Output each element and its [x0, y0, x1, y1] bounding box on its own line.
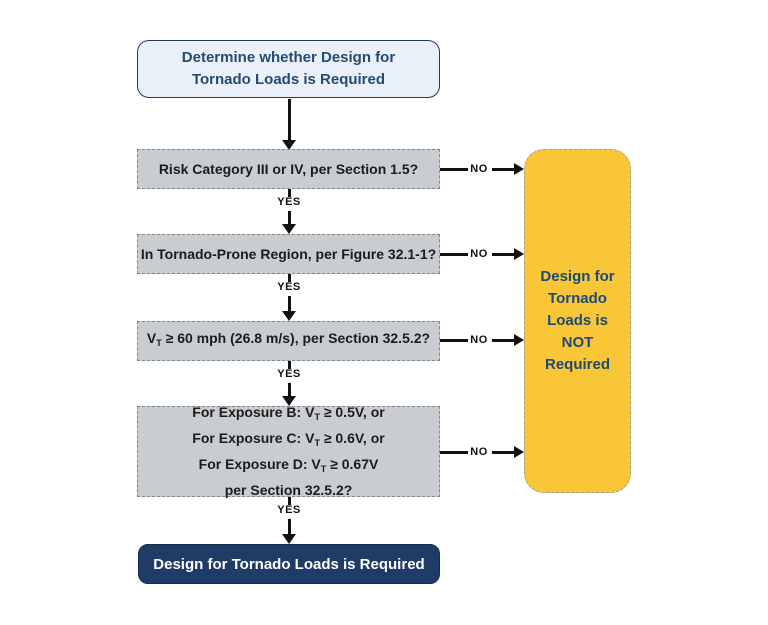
yes-stub-4 — [288, 497, 291, 505]
end-required-label: Design for Tornado Loads is Required — [153, 555, 425, 573]
decision-risk-category: Risk Category III or IV, per Section 1.5… — [137, 149, 440, 189]
exposure-d-pre: For Exposure D: V — [198, 456, 321, 472]
no-line-4a — [440, 451, 468, 454]
start-line-1: Determine whether Design for — [181, 49, 396, 66]
exposure-c-post: ≥ 0.6V, or — [319, 430, 385, 446]
not-required-line-1: Design for — [540, 268, 615, 285]
yes-line-3 — [288, 383, 291, 396]
arrowhead-down-icon — [282, 224, 296, 234]
exposure-b-sub: T — [314, 412, 320, 422]
yes-label-3: YES — [277, 368, 301, 380]
arrow-start-to-d1 — [288, 99, 291, 140]
arrowhead-down-icon — [282, 311, 296, 321]
no-label-1: NO — [470, 163, 488, 175]
yes-line-4 — [288, 519, 291, 534]
exposure-line-d: For Exposure D: VT ≥ 0.67V — [199, 454, 379, 480]
yes-stub-1 — [288, 189, 291, 197]
not-required-line-3: Loads is — [547, 312, 608, 329]
no-line-4b — [492, 451, 514, 454]
decision-tornado-prone-label: In Tornado-Prone Region, per Figure 32.1… — [140, 245, 437, 262]
not-required-line-4: NOT — [561, 334, 594, 351]
yes-stub-2 — [288, 274, 291, 282]
exposure-c-pre: For Exposure C: V — [192, 430, 315, 446]
no-line-1b — [492, 168, 514, 171]
arrowhead-right-icon — [514, 163, 524, 175]
exposure-b-pre: For Exposure B: V — [192, 404, 315, 420]
yes-label-4: YES — [277, 504, 301, 516]
no-line-2a — [440, 253, 468, 256]
yes-label-2: YES — [277, 281, 301, 293]
arrowhead-right-icon — [514, 248, 524, 260]
no-label-2: NO — [470, 248, 488, 260]
arrowhead-down-icon — [282, 534, 296, 544]
decision-risk-category-label: Risk Category III or IV, per Section 1.5… — [158, 160, 419, 177]
exposure-d-post: ≥ 0.67V — [326, 456, 379, 472]
yes-line-1 — [288, 211, 291, 224]
exposure-line-section: per Section 32.5.2? — [225, 480, 353, 501]
exposure-c-sub: T — [314, 438, 320, 448]
start-line-2: Tornado Loads is Required — [191, 71, 386, 88]
end-node-required: Design for Tornado Loads is Required — [138, 544, 440, 584]
decision-exposure-thresholds: For Exposure B: VT ≥ 0.5V, or For Exposu… — [137, 404, 440, 498]
no-label-3: NO — [470, 334, 488, 346]
exposure-section-text: per Section 32.5.2? — [224, 482, 353, 498]
not-required-line-2: Tornado — [548, 290, 607, 307]
end-node-not-required: Design for Tornado Loads is NOT Required — [524, 149, 631, 493]
arrowhead-right-icon — [514, 334, 524, 346]
no-line-2b — [492, 253, 514, 256]
decision-tornado-prone-region: In Tornado-Prone Region, per Figure 32.1… — [137, 234, 440, 274]
not-required-line-5: Required — [544, 356, 610, 373]
no-label-4: NO — [470, 446, 488, 458]
yes-label-1: YES — [277, 196, 301, 208]
vt-symbol: V — [146, 330, 157, 346]
decision-vt-60mph: VT ≥ 60 mph (26.8 m/s), per Section 32.5… — [137, 321, 440, 361]
vt-condition-text: ≥ 60 mph (26.8 m/s), per Section 32.5.2? — [161, 330, 431, 346]
exposure-line-b: For Exposure B: VT ≥ 0.5V, or — [192, 402, 384, 428]
exposure-d-sub: T — [320, 464, 327, 474]
yes-line-2 — [288, 296, 291, 311]
arrowhead-right-icon — [514, 446, 524, 458]
no-line-1a — [440, 168, 468, 171]
yes-stub-3 — [288, 361, 291, 369]
start-node: Determine whether Design for Tornado Loa… — [137, 40, 440, 98]
no-line-3b — [492, 339, 514, 342]
arrowhead-down-icon — [282, 396, 296, 406]
decision-vt-60mph-label: VT ≥ 60 mph (26.8 m/s), per Section 32.5… — [147, 328, 430, 354]
exposure-line-c: For Exposure C: VT ≥ 0.6V, or — [192, 428, 384, 454]
no-line-3a — [440, 339, 468, 342]
vt-subscript: T — [156, 338, 162, 348]
exposure-b-post: ≥ 0.5V, or — [319, 404, 385, 420]
arrowhead-down-icon — [282, 140, 296, 150]
